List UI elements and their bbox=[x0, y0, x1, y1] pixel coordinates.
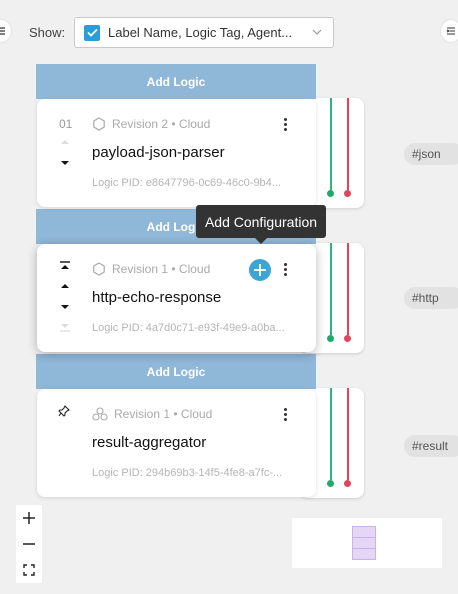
hexagon-icon bbox=[93, 262, 105, 276]
more-options-icon[interactable] bbox=[278, 405, 292, 423]
more-options-icon[interactable] bbox=[278, 260, 292, 278]
revision-label: Revision 1 bbox=[112, 262, 169, 276]
left-panel-toggle-icon[interactable] bbox=[0, 20, 11, 42]
logic-tag[interactable]: #result bbox=[404, 435, 458, 457]
cluster-icon bbox=[92, 407, 108, 421]
minus-icon bbox=[23, 543, 35, 545]
logic-card[interactable]: Revision 1 • Cloud http-echo-response Lo… bbox=[37, 244, 316, 352]
logic-pid: Logic PID: 294b69b3-14f5-4fe8-a7fc-... bbox=[92, 467, 283, 479]
move-down-icon[interactable] bbox=[61, 160, 69, 166]
output-port-red[interactable] bbox=[344, 335, 351, 342]
show-label: Show: bbox=[29, 25, 66, 40]
logic-card[interactable]: Revision 1 • Cloud result-aggregator Log… bbox=[37, 389, 316, 497]
add-configuration-button[interactable] bbox=[249, 259, 271, 281]
pin-icon[interactable] bbox=[58, 405, 70, 417]
checkbox-checked-icon[interactable] bbox=[84, 24, 100, 41]
show-filter-select[interactable]: Label Name, Logic Tag, Agent... bbox=[74, 17, 334, 48]
zoom-out-button[interactable] bbox=[16, 531, 42, 557]
location-label: • Cloud bbox=[173, 407, 213, 421]
plus-icon bbox=[254, 264, 266, 276]
location-label: • Cloud bbox=[171, 117, 211, 131]
logic-tag[interactable]: #json bbox=[404, 143, 458, 165]
logic-pid: Logic PID: 4a7d0c71-e93f-49e9-a0ba... bbox=[92, 322, 285, 334]
output-port-green[interactable] bbox=[327, 335, 334, 342]
more-options-icon[interactable] bbox=[278, 115, 292, 133]
move-up-icon[interactable] bbox=[61, 283, 69, 289]
logic-card[interactable]: 01 Revision 2 • Cloud payload-json-parse… bbox=[37, 99, 316, 207]
right-panel-toggle-icon[interactable] bbox=[441, 20, 458, 42]
revision-label: Revision 1 bbox=[114, 407, 171, 421]
logic-name: payload-json-parser bbox=[92, 144, 225, 161]
fit-view-button[interactable] bbox=[16, 557, 42, 583]
add-logic-button[interactable]: Add Logic bbox=[36, 354, 316, 389]
logic-name: http-echo-response bbox=[92, 289, 222, 306]
tooltip-arrow bbox=[255, 238, 267, 244]
output-port-green[interactable] bbox=[327, 190, 334, 197]
move-to-top-icon[interactable] bbox=[60, 261, 70, 270]
fit-view-icon bbox=[23, 564, 35, 576]
zoom-in-button[interactable] bbox=[16, 505, 42, 531]
revision-info: Revision 2 • Cloud bbox=[92, 117, 210, 131]
output-port-green[interactable] bbox=[327, 480, 334, 487]
revision-info: Revision 1 • Cloud bbox=[92, 407, 212, 421]
minimap[interactable] bbox=[292, 518, 442, 568]
hexagon-icon bbox=[93, 117, 105, 131]
minimap-viewport bbox=[352, 526, 376, 560]
output-port-red[interactable] bbox=[344, 480, 351, 487]
add-configuration-tooltip: Add Configuration bbox=[196, 205, 326, 238]
move-up-icon[interactable] bbox=[61, 139, 69, 145]
plus-icon bbox=[23, 512, 35, 524]
logic-name: result-aggregator bbox=[92, 434, 207, 451]
show-filter-value: Label Name, Logic Tag, Agent... bbox=[108, 25, 293, 40]
chevron-down-icon bbox=[312, 29, 322, 35]
logic-tag[interactable]: #http bbox=[404, 287, 458, 309]
revision-info: Revision 1 • Cloud bbox=[92, 262, 210, 276]
move-down-icon[interactable] bbox=[61, 304, 69, 310]
output-port-red[interactable] bbox=[344, 190, 351, 197]
logic-pid: Logic PID: e8647796-0c69-46c0-9b4... bbox=[92, 177, 281, 189]
move-to-bottom-icon[interactable] bbox=[60, 323, 70, 332]
revision-label: Revision 2 bbox=[112, 117, 169, 131]
card-index: 01 bbox=[59, 117, 73, 131]
add-logic-button[interactable]: Add Logic bbox=[36, 64, 316, 99]
location-label: • Cloud bbox=[171, 262, 211, 276]
